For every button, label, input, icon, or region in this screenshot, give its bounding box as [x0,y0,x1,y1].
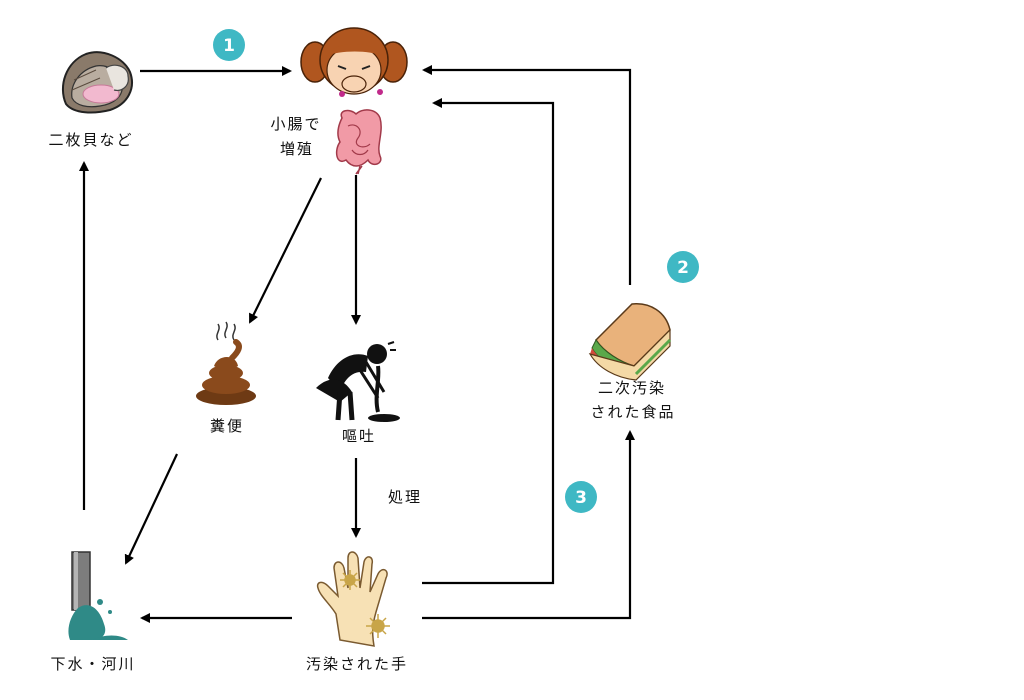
label-sewage: 下水・河川 [50,655,136,673]
badge-3: 3 [565,481,597,513]
svg-text:1: 1 [223,36,235,56]
label-vomit: 嘔吐 [341,427,377,445]
svg-text:3: 3 [575,488,587,508]
arrows [79,65,635,623]
arrow-feces-to-sewage [124,453,178,565]
label-shellfish: 二枚貝など [48,131,134,149]
label-intestine-line2: 増殖 [279,140,315,158]
contaminated-hand-icon [316,551,390,647]
poop-icon [196,321,256,405]
intestine-icon [335,109,382,175]
label-feces: 糞便 [209,417,245,435]
label-treatment: 処理 [387,488,423,506]
arrow-hand-to-food [422,430,635,620]
drain-pipe-icon [68,551,128,640]
label-hand: 汚染された手 [305,655,409,673]
label-food-line2: された食品 [590,403,676,421]
badge-1: 1 [213,29,245,61]
sandwich-icon [588,303,672,381]
arrow-hand-to-person [422,98,555,585]
label-intestine-line1: 小腸で [270,115,322,133]
vomiting-person-icon [316,341,400,422]
oyster-icon [61,51,133,114]
sick-girl-icon [300,27,408,97]
arrow-food-to-person [422,65,632,285]
svg-text:2: 2 [677,258,689,278]
arrow-intestine-to-feces [249,177,322,324]
label-food-line1: 二次汚染 [597,379,667,397]
badge-2: 2 [667,251,699,283]
